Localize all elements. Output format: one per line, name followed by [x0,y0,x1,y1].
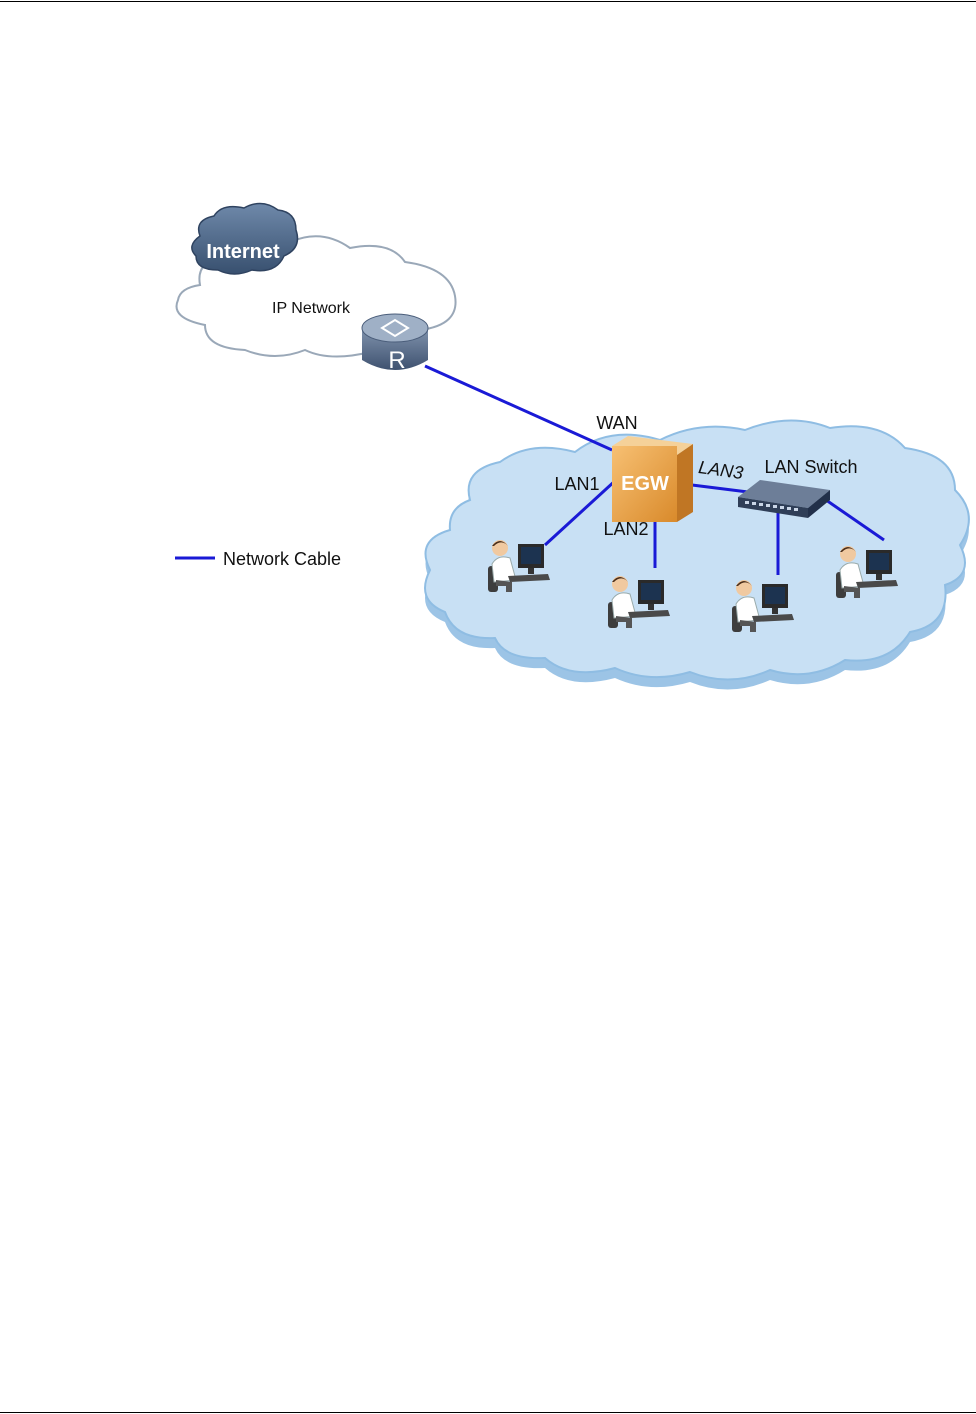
lan1-label: LAN1 [554,474,599,494]
legend-network-cable-label: Network Cable [223,549,341,569]
lan-switch-label: LAN Switch [764,457,857,477]
legend: Network Cable [175,549,341,569]
ip-network-label: IP Network [272,300,351,317]
router: R [362,314,428,374]
lan2-label: LAN2 [603,519,648,539]
router-label: R [388,347,405,374]
egw-label: EGW [621,473,669,495]
wan-cable [425,366,612,450]
wan-label: WAN [596,413,637,433]
egw-device: EGW [612,436,693,522]
internet-label: Internet [206,241,280,263]
